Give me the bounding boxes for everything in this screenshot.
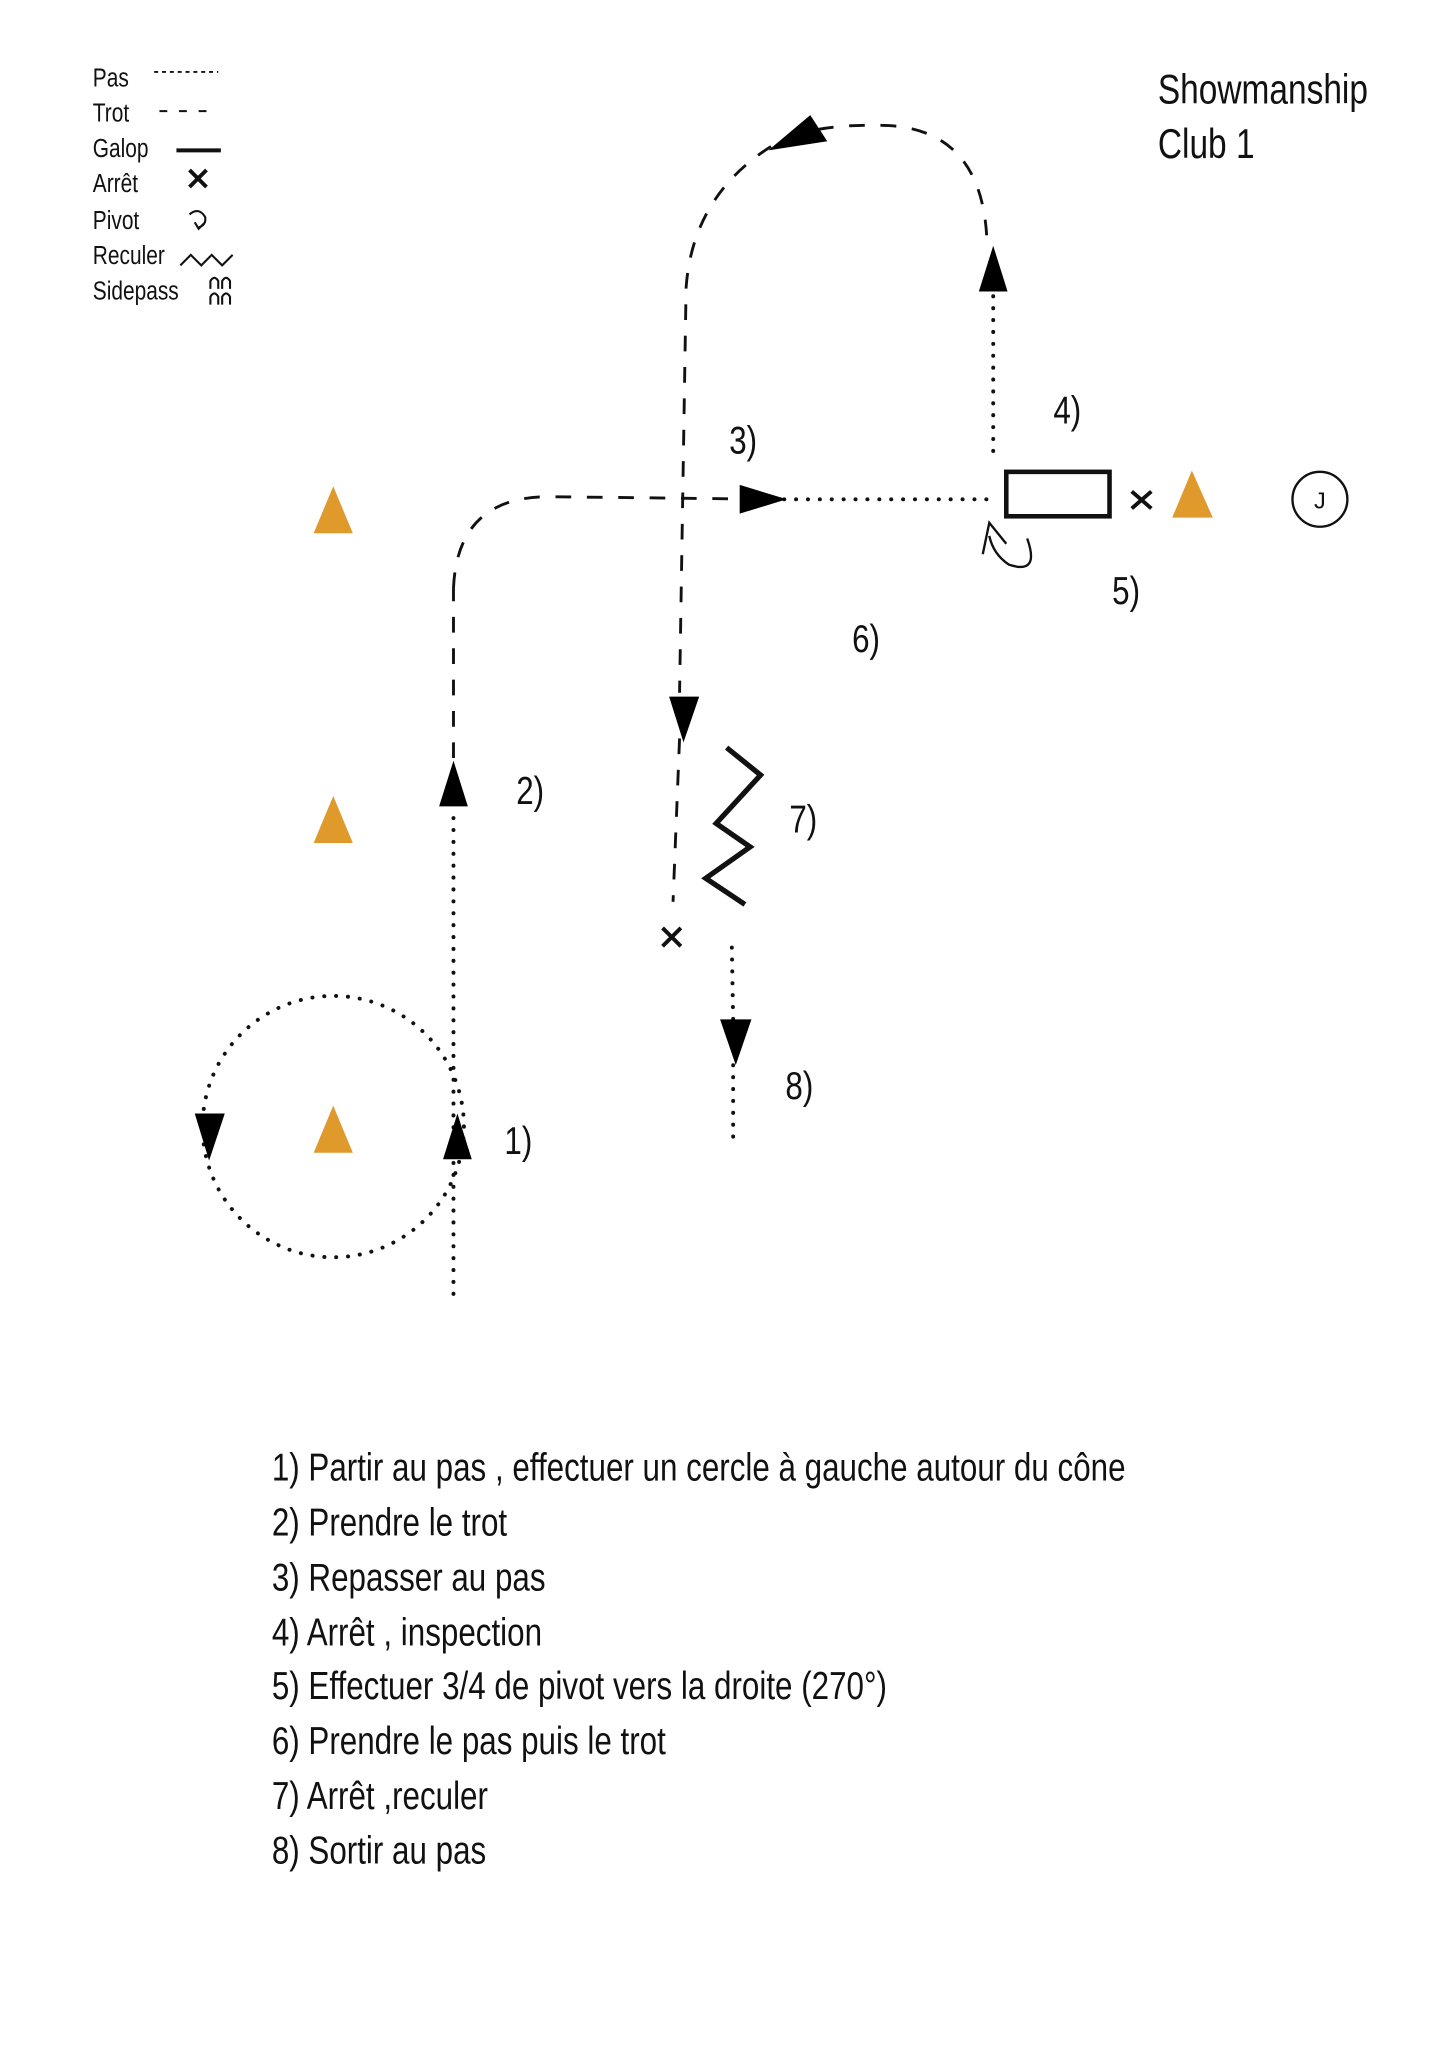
instruction-line: 6) Prendre le pas puis le trot — [272, 1719, 666, 1763]
arrow-up-icon — [443, 1113, 472, 1160]
arrow-up-icon — [978, 245, 1008, 292]
step-label: 6) — [852, 617, 880, 661]
instruction-line: 7) Arrêt ,reculer — [272, 1773, 488, 1817]
zigzag-icon — [179, 253, 234, 267]
instructions: 1) Partir au pas , effectuer un cercle à… — [272, 1445, 1126, 1872]
backup-zigzag — [701, 745, 765, 907]
instruction-line: 1) Partir au pas , effectuer un cercle à… — [272, 1445, 1126, 1489]
step-label: 4) — [1053, 388, 1081, 432]
step-label: 8) — [785, 1064, 813, 1108]
arrow-down-icon — [194, 1113, 225, 1161]
instruction-line: 4) Arrêt , inspection — [272, 1610, 542, 1654]
legend-label: Arrêt — [93, 170, 139, 199]
instruction-line: 5) Effectuer 3/4 de pivot vers la droite… — [272, 1664, 887, 1708]
legend: Pas Trot Galop Arrêt Pivot Reculer Sidep… — [93, 64, 234, 306]
judge-marker: J — [1291, 470, 1349, 528]
title-line1: Showmanship — [1158, 67, 1368, 113]
step-label: 7) — [789, 797, 817, 841]
cone — [313, 1105, 353, 1153]
svg-text:J: J — [1314, 487, 1326, 513]
arrow-down-icon — [720, 1019, 752, 1066]
arrow-right-icon — [739, 484, 787, 514]
step-label: 3) — [729, 418, 757, 462]
cone — [313, 795, 353, 843]
legend-label: Reculer — [93, 242, 165, 271]
cone — [1172, 470, 1213, 518]
inspection-box — [1003, 469, 1112, 519]
step-labels: 1) 2) 3) 4) 5) 6) 7) 8) — [504, 388, 1140, 1163]
stop-cross-icon — [1130, 489, 1153, 510]
legend-label: Galop — [93, 135, 149, 164]
legend-label: Sidepass — [93, 277, 179, 306]
instruction-line: 8) Sortir au pas — [272, 1828, 486, 1872]
step-label: 2) — [516, 768, 544, 812]
cones — [313, 470, 1213, 1153]
sidepass-icon — [209, 276, 232, 305]
arrow-up-icon — [439, 760, 468, 807]
step-label: 5) — [1112, 569, 1140, 613]
legend-label: Pas — [93, 64, 129, 93]
pattern-path — [194, 115, 1153, 1296]
title-line2: Club 1 — [1158, 122, 1255, 168]
pivot-arrow-icon — [981, 520, 1033, 569]
cone — [313, 486, 353, 534]
stop-cross-icon — [661, 926, 683, 948]
step-label: 1) — [504, 1119, 532, 1163]
legend-label: Trot — [93, 100, 130, 129]
legend-label: Pivot — [93, 207, 140, 236]
cross-icon — [188, 168, 208, 189]
arrow-left-icon — [768, 115, 828, 151]
pivot-arrow-icon — [188, 210, 207, 231]
instruction-line: 2) Prendre le trot — [272, 1500, 507, 1544]
arrow-down-icon — [669, 696, 700, 743]
instruction-line: 3) Repasser au pas — [272, 1555, 546, 1599]
